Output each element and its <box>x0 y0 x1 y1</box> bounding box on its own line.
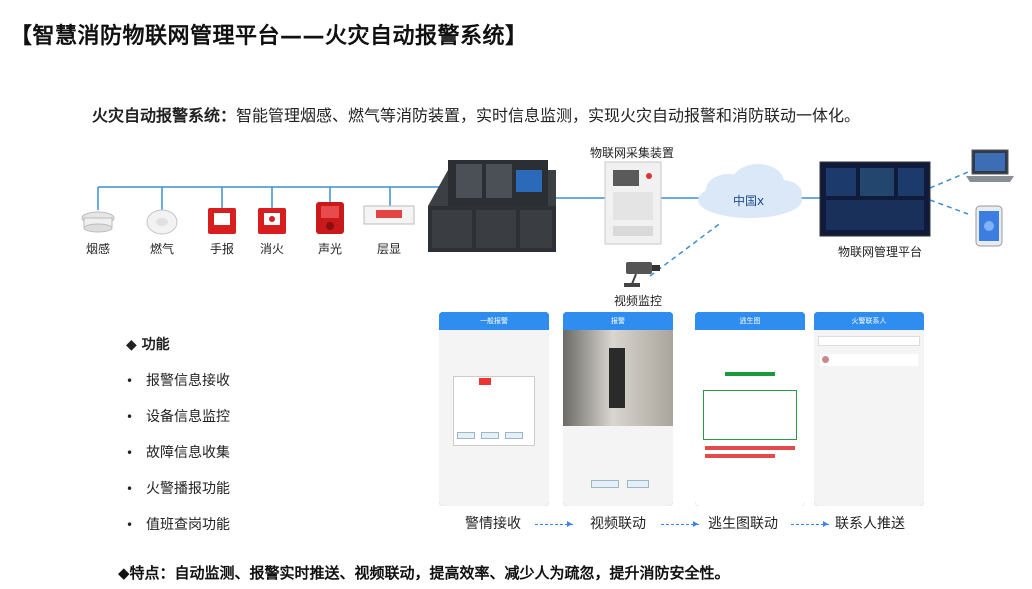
phone-screen <box>695 330 805 506</box>
phone-screen <box>439 330 549 506</box>
caption-escape-map: 逃生图联动 <box>708 516 778 532</box>
feature-item: •值班查岗功能 <box>126 516 230 552</box>
feature-text: 报警信息接收 <box>146 373 230 389</box>
hydrant-button-icon <box>258 208 286 234</box>
subtitle-bold: 火灾自动报警系统： <box>92 106 237 125</box>
device-label-sound-light: 声光 <box>317 242 342 256</box>
sound-light-alarm-icon <box>316 202 344 234</box>
cloud-label: 中国x <box>733 194 765 208</box>
camera-label: 视频监控 <box>614 294 663 308</box>
caption-alarm-receive: 警情接收 <box>465 516 521 532</box>
phone-header: 火警联系人 <box>814 312 924 330</box>
caption-contact-push: 联系人推送 <box>835 516 905 532</box>
phone-screen <box>814 330 924 506</box>
phone-escape-map: 逃生图 <box>695 312 805 506</box>
laptop-icon <box>966 149 1014 182</box>
iot-collector-icon <box>604 161 662 245</box>
smoke-detector-icon <box>81 211 115 233</box>
platform-dashboard-icon <box>819 161 931 237</box>
subtitle-text: 智能管理烟感、燃气等消防装置，实时信息监测，实现火灾自动报警和消防联动一体化。 <box>236 106 861 125</box>
mobile-phone-icon <box>975 205 1003 247</box>
floor-display-icon <box>363 205 415 225</box>
device-label-gas: 燃气 <box>149 242 174 256</box>
page-title: 【智慧消防物联网管理平台——火灾自动报警系统】 <box>10 24 528 49</box>
subtitle: 火灾自动报警系统：智能管理烟感、燃气等消防装置，实时信息监测，实现火灾自动报警和… <box>92 102 860 126</box>
feature-item: •故障信息收集 <box>126 444 230 480</box>
feature-item: •报警信息接收 <box>126 372 230 408</box>
phone-header: 逃生图 <box>695 312 805 330</box>
device-label-smoke: 烟感 <box>85 242 110 256</box>
device-label-floor-display: 层显 <box>376 242 401 256</box>
device-label-manual: 手报 <box>209 242 234 256</box>
device-label-hydrant: 消火 <box>259 242 284 256</box>
phone-header: 报警 <box>563 312 673 330</box>
collector-label: 物联网采集装置 <box>590 146 675 160</box>
manual-alarm-icon <box>208 208 236 234</box>
phone-alarm-receive: 一般报警 <box>439 312 549 506</box>
footer-features: ◆特点：自动监测、报警实时推送、视频联动，提高效率、减少人为疏忽，提升消防安全性… <box>118 564 730 582</box>
feature-text: 值班查岗功能 <box>146 517 230 533</box>
features-title-text: 功能 <box>141 337 170 353</box>
flow-arrow <box>791 521 829 527</box>
feature-item: •设备信息监控 <box>126 408 230 444</box>
flow-arrow <box>661 521 699 527</box>
platform-label: 物联网管理平台 <box>838 245 923 259</box>
flow-arrow <box>535 521 573 527</box>
control-console-icon <box>428 160 556 252</box>
video-camera-icon <box>624 262 660 287</box>
gas-detector-icon <box>146 209 178 235</box>
phone-header: 一般报警 <box>439 312 549 330</box>
dashed-links <box>649 171 969 277</box>
feature-text: 故障信息收集 <box>146 445 230 461</box>
features-title: ◆ 功能 <box>126 337 170 353</box>
features-list: •报警信息接收 •设备信息监控 •故障信息收集 •火警播报功能 •值班查岗功能 <box>126 372 230 552</box>
caption-video-link: 视频联动 <box>590 516 646 532</box>
phone-contact-push: 火警联系人 <box>814 312 924 506</box>
feature-item: •火警播报功能 <box>126 480 230 516</box>
feature-text: 设备信息监控 <box>146 409 230 425</box>
feature-text: 火警播报功能 <box>146 481 230 497</box>
phone-video-link: 报警 <box>563 312 673 506</box>
phone-screen <box>563 330 673 506</box>
cloud-icon <box>698 164 802 218</box>
